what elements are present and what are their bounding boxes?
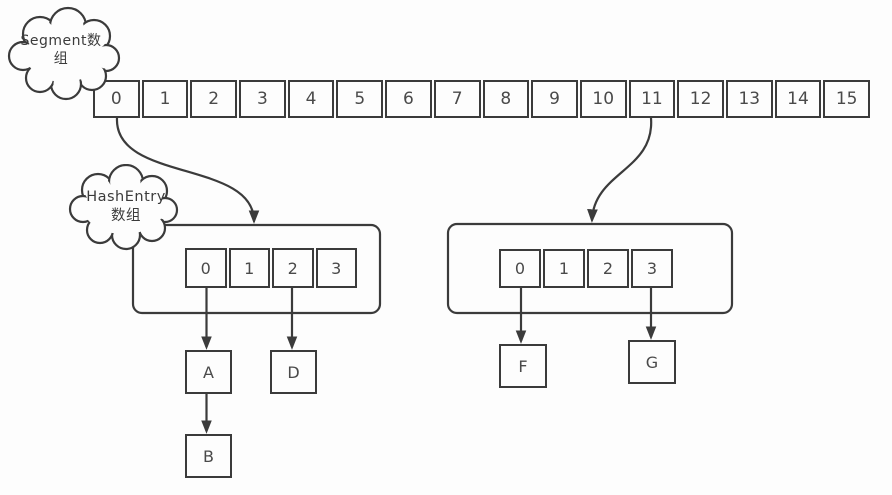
segment-cell: 8 [482,80,530,118]
arrow-segment11-to-right-bucket [587,116,653,223]
right-bucket-cell: 3 [631,249,673,288]
segment-cell: 7 [433,80,481,118]
segment-cloud-label-line2: 组 [53,51,69,68]
segment-cloud-label-line1: Segment数 [20,33,102,49]
hashentry-cloud-label: HashEntry 数组 [80,188,172,226]
right-bucket-cell: 2 [587,249,629,288]
node-a: A [185,350,232,394]
node-g: G [628,340,676,384]
segment-cell: 13 [725,80,773,118]
node-b: B [185,434,232,478]
left-bucket-cell: 3 [315,248,357,288]
left-bucket-cell: 0 [185,248,227,288]
hashentry-cloud-label-line1: HashEntry [86,189,166,205]
segment-cell: 1 [141,80,189,118]
segment-cell: 3 [239,80,286,118]
segment-cell: 14 [774,80,822,118]
segment-cell: 4 [287,80,335,118]
right-hashentry-container [446,222,734,315]
right-bucket-cell: 0 [499,249,541,288]
segment-cell: 2 [190,80,238,118]
right-bucket-cell: 1 [543,249,585,288]
right-bucket-array: 0 1 2 3 [499,249,673,288]
node-f: F [499,344,547,388]
segment-cell: 6 [385,80,432,118]
segment-cell: 10 [579,80,627,118]
segment-cell: 9 [531,80,578,118]
segment-cloud-label: Segment数 组 [18,32,104,68]
hashentry-cloud-label-line2: 数组 [111,207,141,224]
hashentry-cloud [68,164,179,251]
segment-cell: 5 [336,80,384,118]
segment-array: 0 1 2 3 4 5 6 7 8 9 10 11 12 13 14 15 [93,80,870,118]
left-hashentry-container [131,223,382,315]
segment-cell: 11 [628,80,676,118]
node-d: D [270,350,317,394]
arrow-segment0-to-left-bucket [115,116,260,224]
left-bucket-cell: 2 [272,248,314,288]
left-bucket-array: 0 1 2 3 [185,248,357,288]
segment-cloud [7,6,121,101]
segment-cell: 15 [823,80,870,118]
segment-cell: 12 [677,80,724,118]
left-bucket-cell: 1 [228,248,270,288]
